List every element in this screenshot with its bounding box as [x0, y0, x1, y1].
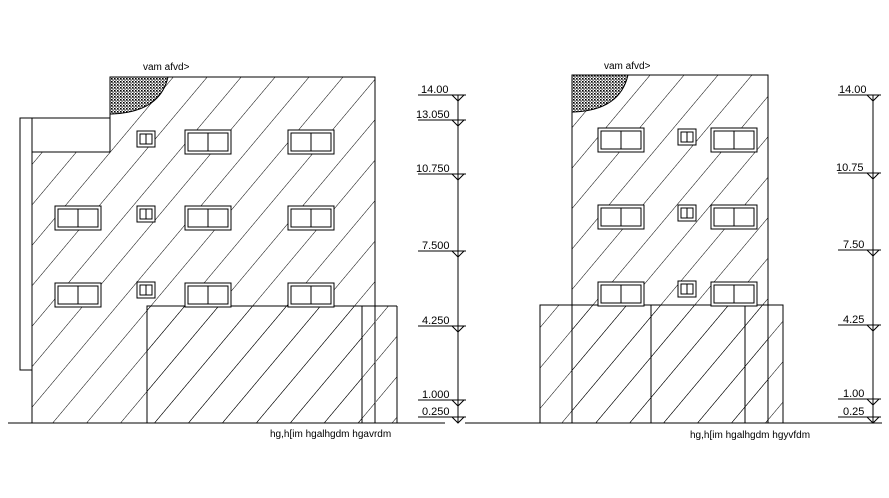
- window: [287, 282, 335, 308]
- window: [597, 127, 645, 153]
- right-level-1: 1.00: [843, 388, 864, 400]
- right-ground-block: [539, 304, 784, 424]
- level-tick: [838, 324, 881, 332]
- left-windows: [54, 129, 335, 308]
- left-level-7500: 7.500: [422, 240, 450, 252]
- window: [597, 281, 645, 307]
- window: [184, 282, 232, 308]
- level-tick: [838, 172, 881, 180]
- window: [710, 281, 758, 307]
- window: [184, 129, 232, 155]
- left-side-wall: [19, 117, 33, 371]
- window: [710, 127, 758, 153]
- right-level-14: 14.00: [839, 84, 867, 96]
- level-tick: [418, 416, 466, 424]
- window: [677, 204, 697, 222]
- level-tick: [838, 249, 881, 257]
- window: [287, 205, 335, 231]
- window: [54, 205, 102, 231]
- level-tick: [838, 416, 881, 424]
- left-caption: hg,h[im hgalhgdm hgavrdm: [270, 429, 391, 440]
- level-tick: [418, 173, 466, 181]
- window: [677, 128, 697, 146]
- right-level-ruler: [838, 94, 881, 424]
- left-level-13050: 13.050: [416, 109, 450, 121]
- level-tick: [418, 119, 466, 127]
- right-elevation: [465, 74, 882, 424]
- level-tick: [418, 250, 466, 258]
- level-tick: [418, 399, 466, 407]
- window: [136, 205, 156, 223]
- right-roof-tank: [572, 75, 629, 113]
- left-level-ruler: [418, 94, 466, 424]
- left-level-1000: 1.000: [422, 389, 450, 401]
- left-level-4250: 4.250: [422, 315, 450, 327]
- right-level-75: 7.50: [843, 239, 864, 251]
- level-tick: [418, 94, 466, 102]
- window: [710, 204, 758, 230]
- left-level-10750: 10.750: [416, 163, 450, 175]
- window: [287, 129, 335, 155]
- window: [184, 205, 232, 231]
- left-roof-tank: [110, 77, 169, 115]
- left-garage-block: [146, 305, 363, 424]
- right-level-425: 4.25: [843, 314, 864, 326]
- window: [597, 204, 645, 230]
- window: [54, 282, 102, 308]
- right-windows: [597, 127, 758, 307]
- left-roof-label: vam afvd>: [143, 62, 190, 73]
- window: [677, 280, 697, 298]
- level-tick: [838, 94, 881, 102]
- right-level-1075: 10.75: [836, 162, 864, 174]
- right-roof-label: vam afvd>: [604, 61, 651, 72]
- window: [136, 281, 156, 299]
- left-level-14: 14.00: [421, 84, 449, 96]
- right-level-025: 0.25: [843, 406, 864, 418]
- window: [136, 130, 156, 148]
- level-tick: [418, 325, 466, 333]
- right-caption: hg,h[im hgalhgdm hgyvfdm: [690, 430, 810, 441]
- level-tick: [838, 398, 881, 406]
- left-elevation: [8, 76, 466, 424]
- left-level-0250: 0.250: [422, 406, 450, 418]
